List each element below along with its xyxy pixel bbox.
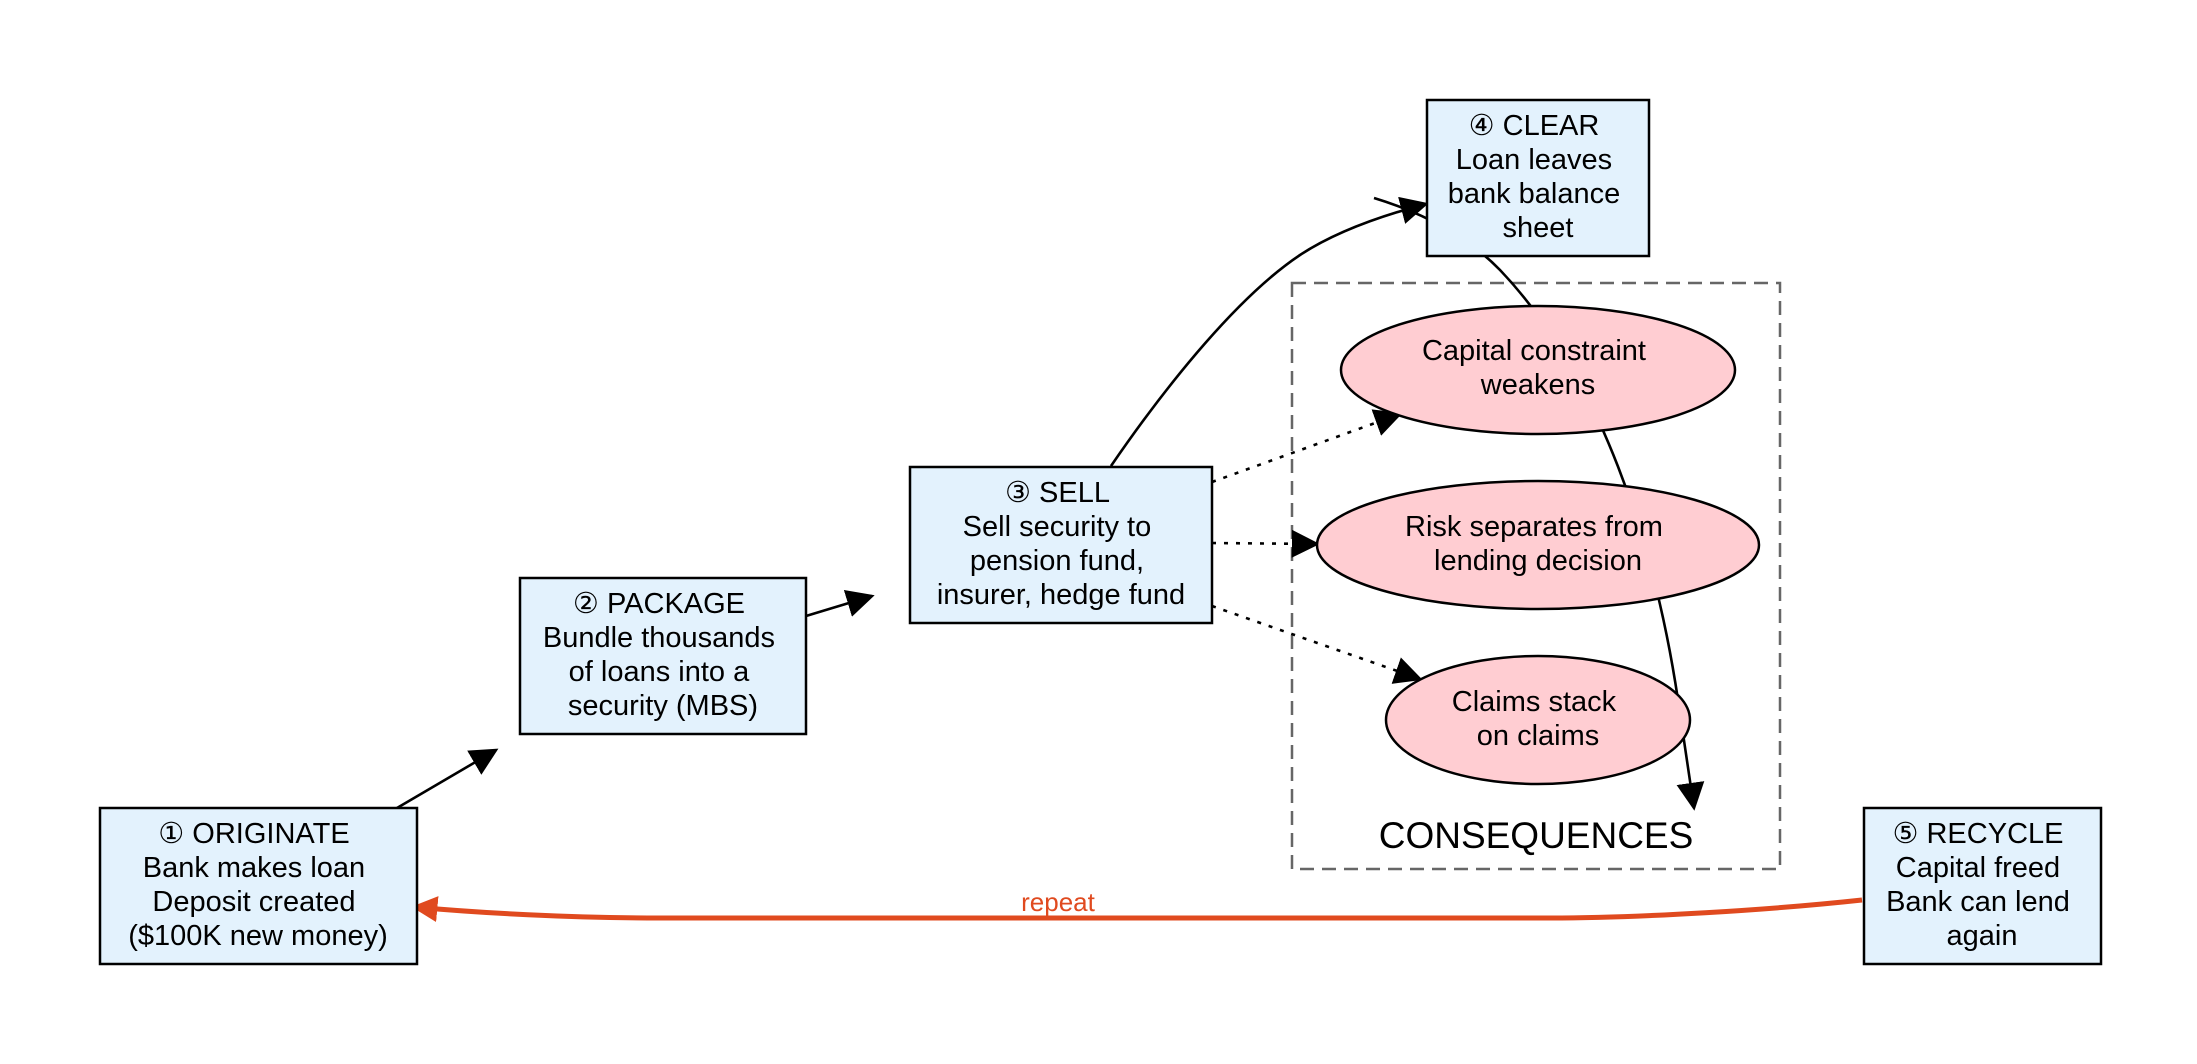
edge-package-sell — [805, 589, 875, 618]
svg-text:Risk separates from lend: Risk separates from lending decision — [1405, 511, 1671, 577]
package-title: ② PACKAGE — [573, 588, 745, 620]
consequence-risk-separates: Risk separates from lending decision — [1315, 479, 1761, 611]
originate-line: Bank makes loan — [143, 852, 365, 884]
clear-line: bank balance — [1448, 178, 1621, 210]
package-line: Bundle thousands — [543, 622, 775, 654]
edge-sell-capital-constraint — [1211, 409, 1403, 484]
svg-text:③ SELL Sell security to: ③ SELL Sell security to pension fund, in… — [937, 477, 1185, 611]
svg-text:④ CLEAR Loan leaves: ④ CLEAR Loan leaves bank balance sheet — [1448, 110, 1629, 244]
sell-line: insurer, hedge fund — [937, 579, 1185, 611]
edge-originate-package — [396, 748, 499, 810]
node-recycle: ⑤ RECYCLE Capital freed Bank can lend ag… — [1862, 806, 2103, 966]
clear-line: Loan leaves — [1456, 144, 1612, 176]
recycle-line: again — [1947, 920, 2018, 952]
sell-line: pension fund, — [970, 545, 1144, 577]
consequences-label: CONSEQUENCES — [1379, 815, 1694, 856]
edge-sell-risk-separates — [1211, 529, 1320, 558]
consequence-capital-constraint: Capital constraint weakens — [1339, 304, 1737, 436]
svg-text:① ORIGINATE Bank makes l: ① ORIGINATE Bank makes loan Deposit crea… — [128, 818, 388, 952]
node-package: ② PACKAGE Bundle thousands of loans into… — [518, 576, 808, 736]
recycle-line: Bank can lend — [1886, 886, 2070, 918]
svg-text:② PACKAGE Bundle thousan: ② PACKAGE Bundle thousands of loans into… — [543, 588, 783, 722]
svg-text:Claims stack on claims: Claims stack on claims — [1452, 686, 1624, 752]
package-line: security (MBS) — [568, 690, 758, 722]
edge-recycle-originate-repeat — [411, 896, 1863, 923]
recycle-line: Capital freed — [1896, 852, 2060, 884]
consequences-cluster — [1290, 281, 1782, 871]
originate-title: ① ORIGINATE — [158, 818, 349, 850]
repeat-edge-label: repeat — [1021, 887, 1095, 917]
node-clear: ④ CLEAR Loan leaves bank balance sheet — [1425, 98, 1651, 258]
edge-sell-clear — [1109, 196, 1429, 467]
node-sell: ③ SELL Sell security to pension fund, in… — [908, 465, 1214, 625]
clear-title: ④ CLEAR — [1469, 110, 1600, 142]
originate-line: ($100K new money) — [128, 920, 388, 952]
sell-line: Sell security to — [963, 511, 1152, 543]
clear-line: sheet — [1503, 212, 1574, 244]
sell-title: ③ SELL — [1005, 477, 1110, 509]
svg-text:Capital constraint weake: Capital constraint weakens — [1422, 335, 1654, 401]
svg-text:⑤ RECYCLE Capital freed: ⑤ RECYCLE Capital freed Bank can lend ag… — [1886, 818, 2078, 952]
edge-sell-claims-stack — [1211, 604, 1423, 684]
node-originate: ① ORIGINATE Bank makes loan Deposit crea… — [98, 806, 419, 966]
consequence-claims-stack: Claims stack on claims — [1384, 654, 1692, 786]
package-line: of loans into a — [569, 656, 750, 688]
recycle-title: ⑤ RECYCLE — [1892, 818, 2063, 850]
originate-line: Deposit created — [152, 886, 355, 918]
